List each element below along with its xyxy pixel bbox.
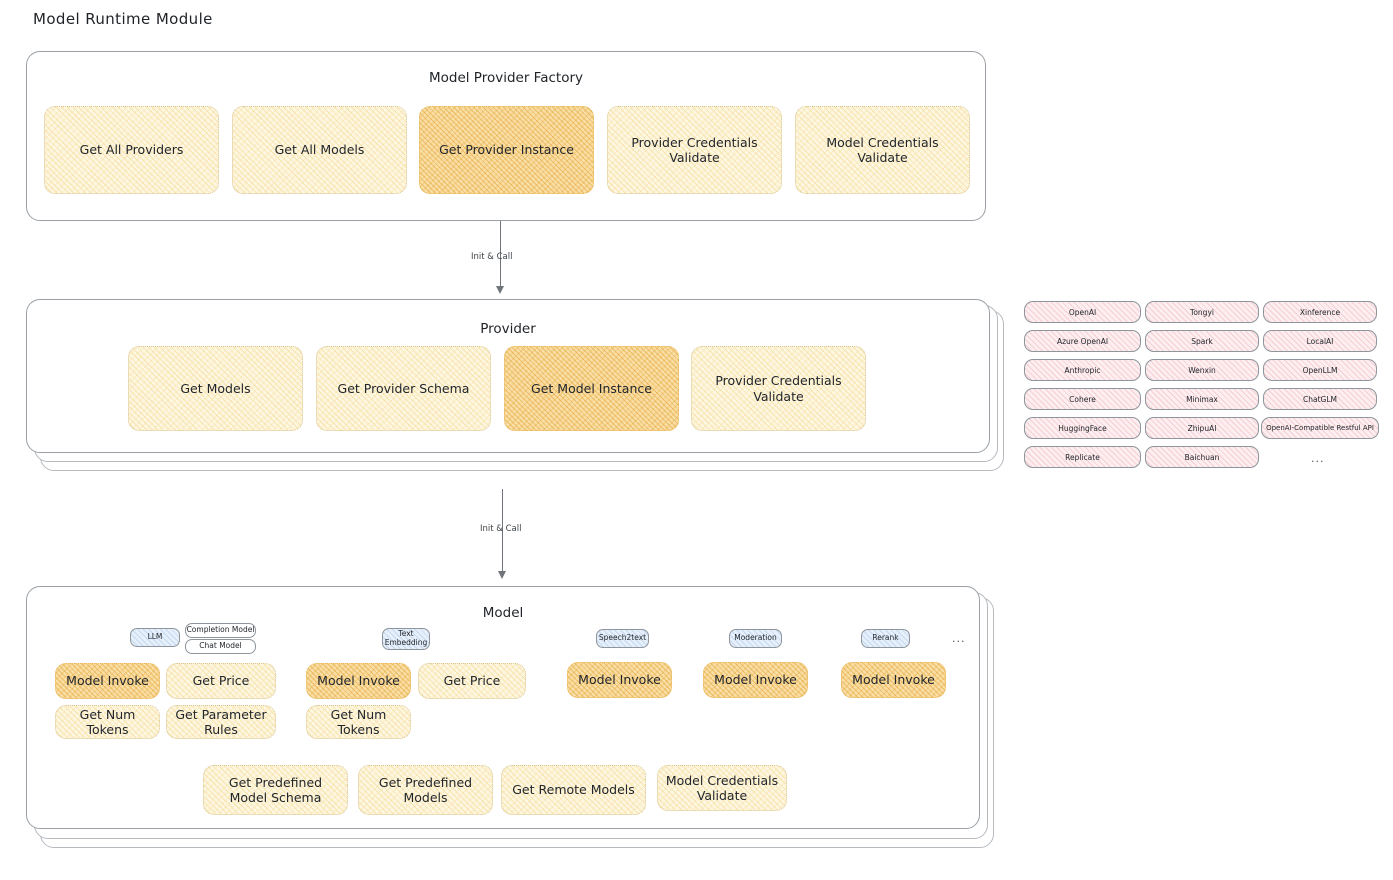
model-op-text-embedding-get-price[interactable]: Get Price <box>418 663 526 699</box>
provider-pill-openai[interactable]: OpenAI <box>1024 301 1141 323</box>
page-title: Model Runtime Module <box>33 10 213 28</box>
model-op-llm-get-price[interactable]: Get Price <box>166 663 276 699</box>
model-op-rerank-model-invoke[interactable]: Model Invoke <box>841 662 946 698</box>
model-provider-factory-title: Model Provider Factory <box>428 70 583 86</box>
arrow-provider-to-model-line <box>502 489 504 573</box>
model-op-llm-get-parameter-rules[interactable]: Get Parameter Rules <box>166 705 276 739</box>
factory-item-get-all-providers[interactable]: Get All Providers <box>44 106 219 194</box>
provider-pill-replicate[interactable]: Replicate <box>1024 446 1141 468</box>
model-shared-op-get-predefined-models[interactable]: Get Predefined Models <box>358 765 493 815</box>
provider-item-get-provider-schema[interactable]: Get Provider Schema <box>316 346 491 431</box>
provider-pill-wenxin[interactable]: Wenxin <box>1145 359 1259 381</box>
model-shared-op-get-remote-models[interactable]: Get Remote Models <box>501 765 646 815</box>
model-type-badge-llm[interactable]: LLM <box>130 628 180 647</box>
factory-item-provider-credentials-validate[interactable]: Provider Credentials Validate <box>607 106 782 194</box>
provider-item-provider-credentials-validate[interactable]: Provider Credentials Validate <box>691 346 866 431</box>
model-subtype-badge-completion-model[interactable]: Completion Model <box>185 623 256 638</box>
arrow-factory-to-provider-head <box>496 286 504 294</box>
model-title: Model <box>482 605 524 621</box>
provider-pill-tongyi[interactable]: Tongyi <box>1145 301 1259 323</box>
model-op-text-embedding-model-invoke[interactable]: Model Invoke <box>306 663 411 699</box>
arrow-provider-to-model-head <box>498 571 506 579</box>
provider-pill-chatglm[interactable]: ChatGLM <box>1263 388 1377 410</box>
provider-pill-zhipuai[interactable]: ZhipuAI <box>1145 417 1259 439</box>
provider-list-ellipsis: ... <box>1311 452 1325 465</box>
model-op-llm-model-invoke[interactable]: Model Invoke <box>55 663 160 699</box>
arrow-provider-to-model-label: Init & Call <box>480 524 522 534</box>
model-type-badge-rerank[interactable]: Rerank <box>861 629 910 648</box>
model-op-speech2text-model-invoke[interactable]: Model Invoke <box>567 662 672 698</box>
model-type-badge-text-embedding[interactable]: Text Embedding <box>382 628 430 650</box>
model-type-badge-speech2text[interactable]: Speech2text <box>596 629 649 648</box>
model-subtype-badge-chat-model[interactable]: Chat Model <box>185 639 256 654</box>
factory-item-get-all-models[interactable]: Get All Models <box>232 106 407 194</box>
model-op-llm-get-num-tokens[interactable]: Get Num Tokens <box>55 705 160 739</box>
factory-item-get-provider-instance[interactable]: Get Provider Instance <box>419 106 594 194</box>
model-type-badge-moderation[interactable]: Moderation <box>729 629 782 648</box>
provider-pill-localai[interactable]: LocalAI <box>1263 330 1377 352</box>
provider-title: Provider <box>480 321 536 337</box>
factory-item-model-credentials-validate[interactable]: Model Credentials Validate <box>795 106 970 194</box>
provider-pill-openai-compatible-restful-api[interactable]: OpenAI-Compatible Restful API <box>1261 417 1379 439</box>
model-shared-op-get-predefined-model-schema[interactable]: Get Predefined Model Schema <box>203 765 348 815</box>
arrow-factory-to-provider-label: Init & Call <box>471 252 513 262</box>
model-shared-op-model-credentials-validate[interactable]: Model Credentials Validate <box>657 765 787 811</box>
provider-pill-xinference[interactable]: Xinference <box>1263 301 1377 323</box>
provider-pill-anthropic[interactable]: Anthropic <box>1024 359 1141 381</box>
model-op-text-embedding-get-num-tokens[interactable]: Get Num Tokens <box>306 705 411 739</box>
arrow-factory-to-provider-line <box>500 221 502 288</box>
provider-pill-minimax[interactable]: Minimax <box>1145 388 1259 410</box>
model-op-moderation-model-invoke[interactable]: Model Invoke <box>703 662 808 698</box>
provider-pill-baichuan[interactable]: Baichuan <box>1145 446 1259 468</box>
provider-pill-azure-openai[interactable]: Azure OpenAI <box>1024 330 1141 352</box>
provider-pill-huggingface[interactable]: HuggingFace <box>1024 417 1141 439</box>
provider-pill-cohere[interactable]: Cohere <box>1024 388 1141 410</box>
provider-pill-spark[interactable]: Spark <box>1145 330 1259 352</box>
provider-item-get-models[interactable]: Get Models <box>128 346 303 431</box>
provider-item-get-model-instance[interactable]: Get Model Instance <box>504 346 679 431</box>
provider-pill-openllm[interactable]: OpenLLM <box>1263 359 1377 381</box>
model-types-ellipsis: ... <box>952 632 966 645</box>
